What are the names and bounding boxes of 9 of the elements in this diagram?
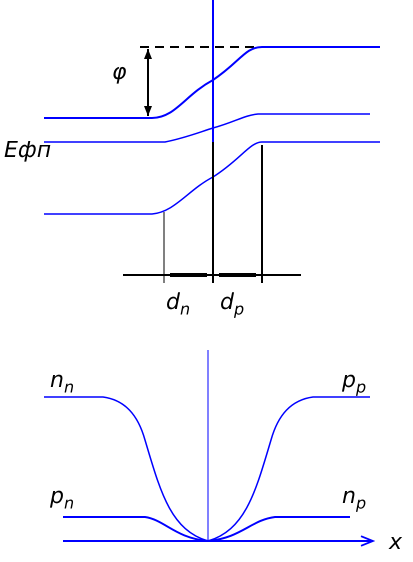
concentration-label: p$_{p}$ bbox=[342, 370, 366, 396]
concentration-label: n$_{n}$ bbox=[50, 370, 74, 396]
depletion-width-label: d$_{p}$ bbox=[220, 292, 244, 318]
concentration-label: n$_{p}$ bbox=[342, 486, 366, 512]
fermi-level-label: Eфп bbox=[4, 140, 52, 162]
axis-label: x bbox=[389, 532, 402, 554]
potential-barrier-label: φ bbox=[112, 62, 127, 84]
depletion-width-label: d$_{n}$ bbox=[166, 292, 190, 318]
concentration-label: p$_{n}$ bbox=[50, 486, 74, 512]
